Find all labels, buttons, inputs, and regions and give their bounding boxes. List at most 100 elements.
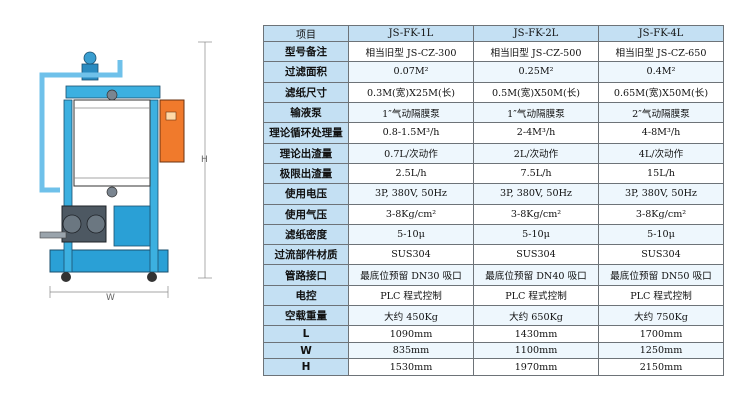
- row-label: 滤纸尺寸: [263, 81, 349, 103]
- spec-table: 项目 JS-FK-1L JS-FK-2L JS-FK-4L 型号备注相当旧型 J…: [263, 25, 724, 376]
- frame-leg-left: [63, 99, 73, 273]
- row-label: 过流部件材质: [263, 244, 349, 266]
- table-cell: 2″气动隔膜泵: [598, 101, 724, 124]
- row-label: 过滤面积: [263, 61, 349, 83]
- table-header-row: 项目 JS-FK-1L JS-FK-2L JS-FK-4L: [263, 25, 724, 42]
- table-cell: 大约 450Kg: [348, 305, 474, 327]
- row-label: W: [263, 341, 349, 360]
- table-cell: 1″气动隔膜泵: [473, 101, 599, 124]
- header-cell: JS-FK-1L: [348, 25, 474, 42]
- row-label: 型号备注: [263, 40, 349, 63]
- table-cell: 相当旧型 JS-CZ-650: [598, 40, 724, 63]
- table-cell: PLC 程式控制: [473, 284, 599, 307]
- row-label: 管路接口: [263, 264, 349, 286]
- row-label: 输液泵: [263, 101, 349, 124]
- table-cell: 相当旧型 JS-CZ-300: [348, 40, 474, 63]
- table-cell: 2150mm: [598, 358, 724, 376]
- roller-bottom: [106, 186, 118, 198]
- table-cell: 2L/次动作: [473, 142, 599, 164]
- table-cell: 4-8M³/h: [598, 122, 724, 144]
- table-cell: 0.65M(宽)X50M(长): [598, 81, 724, 103]
- roller-top: [106, 89, 118, 101]
- table-cell: 1700mm: [598, 325, 724, 343]
- table-cell: 1100mm: [473, 341, 599, 360]
- table-cell: 大约 650Kg: [473, 305, 599, 327]
- base-frame: [49, 249, 169, 273]
- table-cell: 最底位预留 DN40 吸口: [473, 264, 599, 286]
- table-cell: 1530mm: [348, 358, 474, 376]
- table-cell: 0.8-1.5M³/h: [348, 122, 474, 144]
- table-cell: SUS304: [348, 244, 474, 266]
- row-label: L: [263, 325, 349, 343]
- table-cell: 0.3M(宽)X25M(长): [348, 81, 474, 103]
- table-cell: 2-4M³/h: [473, 122, 599, 144]
- wheel-right: [147, 272, 157, 282]
- table-cell: SUS304: [598, 244, 724, 266]
- table-cell: 1250mm: [598, 341, 724, 360]
- row-label: H: [263, 358, 349, 376]
- table-cell: 1430mm: [473, 325, 599, 343]
- height-label: H: [201, 155, 208, 165]
- table-cell: 0.25M²: [473, 61, 599, 83]
- table-cell: 3-8Kg/cm²: [598, 203, 724, 225]
- table-cell: 0.4M²: [598, 61, 724, 83]
- table-cell: 835mm: [348, 341, 474, 360]
- table-cell: 7.5L/h: [473, 162, 599, 185]
- row-label: 理论循环处理量: [263, 122, 349, 144]
- table-cell: 3P, 380V, 50Hz: [348, 183, 474, 205]
- table-cell: 1090mm: [348, 325, 474, 343]
- table-cell: PLC 程式控制: [348, 284, 474, 307]
- header-cell: JS-FK-2L: [473, 25, 599, 42]
- table-cell: 2.5L/h: [348, 162, 474, 185]
- table-cell: 3P, 380V, 50Hz: [598, 183, 724, 205]
- table-cell: 最底位预留 DN50 吸口: [598, 264, 724, 286]
- row-label: 使用气压: [263, 203, 349, 225]
- frame-leg-right: [149, 99, 159, 273]
- table-cell: 5-10μ: [598, 223, 724, 246]
- collection-tank: [113, 205, 151, 247]
- filter-tank: [73, 99, 151, 187]
- header-cell: JS-FK-4L: [598, 25, 724, 42]
- top-valve: [81, 63, 99, 81]
- table-cell: PLC 程式控制: [598, 284, 724, 307]
- row-label: 滤纸密度: [263, 223, 349, 246]
- table-cell: 3-8Kg/cm²: [348, 203, 474, 225]
- row-label: 空载重量: [263, 305, 349, 327]
- wheel-left: [61, 272, 71, 282]
- table-cell: 5-10μ: [473, 223, 599, 246]
- table-row: 管路接口最底位预留 DN30 吸口最底位预留 DN40 吸口最底位预留 DN50…: [263, 264, 724, 286]
- table-cell: 相当旧型 JS-CZ-500: [473, 40, 599, 63]
- row-label: 电控: [263, 284, 349, 307]
- control-box: [159, 99, 185, 163]
- row-label: 使用电压: [263, 183, 349, 205]
- table-cell: 0.7L/次动作: [348, 142, 474, 164]
- table-cell: 0.07M²: [348, 61, 474, 83]
- machine-diagram: H W: [39, 41, 212, 303]
- header-cell: 项目: [263, 25, 349, 42]
- table-cell: 15L/h: [598, 162, 724, 185]
- row-label: 理论出渣量: [263, 142, 349, 164]
- table-cell: 4L/次动作: [598, 142, 724, 164]
- table-cell: 1970mm: [473, 358, 599, 376]
- table-cell: 5-10μ: [348, 223, 474, 246]
- side-pipe: [39, 60, 123, 193]
- width-label: W: [106, 293, 115, 303]
- table-cell: 大约 750Kg: [598, 305, 724, 327]
- table-cell: SUS304: [473, 244, 599, 266]
- table-cell: 3-8Kg/cm²: [473, 203, 599, 225]
